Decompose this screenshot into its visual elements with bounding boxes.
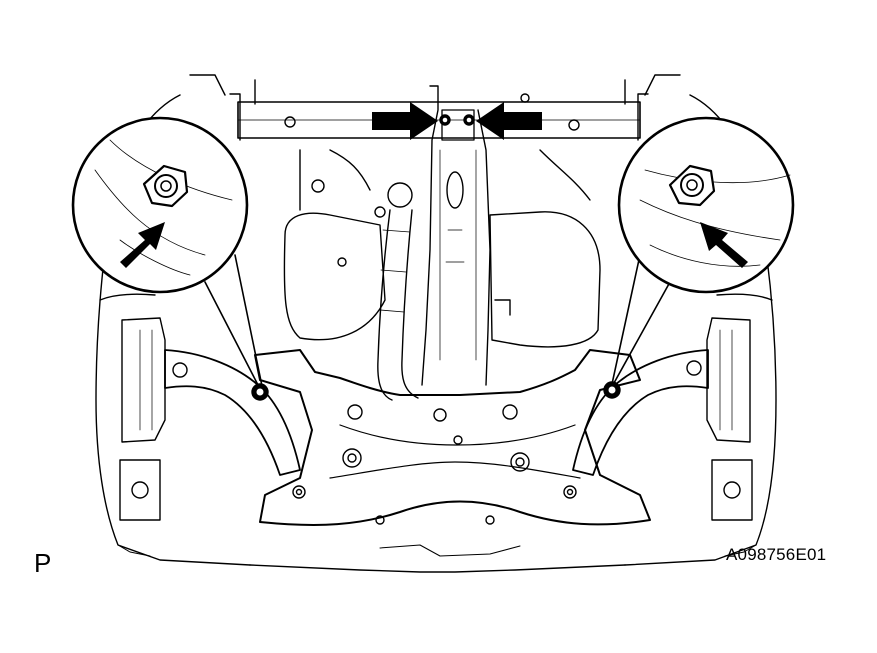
nut-icon-right [668, 164, 716, 207]
arrow-callout-left [120, 222, 165, 268]
wheel-hub-right [706, 293, 773, 521]
nut-icon-left [142, 164, 189, 208]
exhaust-pipe [311, 179, 419, 401]
suspension-subframe [254, 349, 651, 557]
lower-arm-right [572, 349, 709, 476]
bolt-detail-callout-right [611, 116, 795, 385]
transmission-case [489, 149, 601, 348]
arrow-callout-right [700, 222, 748, 268]
figure-id-label: A098756E01 [726, 545, 827, 564]
front-cross-member [229, 79, 649, 141]
corner-label: P [34, 548, 52, 578]
lower-arm-left [164, 349, 301, 476]
bolt-detail-callout-left [71, 116, 263, 387]
arrow-top-right [476, 102, 542, 140]
engine-oil-pan [283, 149, 386, 341]
arrow-top-left [372, 102, 438, 140]
wheel-hub-left [99, 293, 166, 521]
center-brace [421, 85, 491, 386]
